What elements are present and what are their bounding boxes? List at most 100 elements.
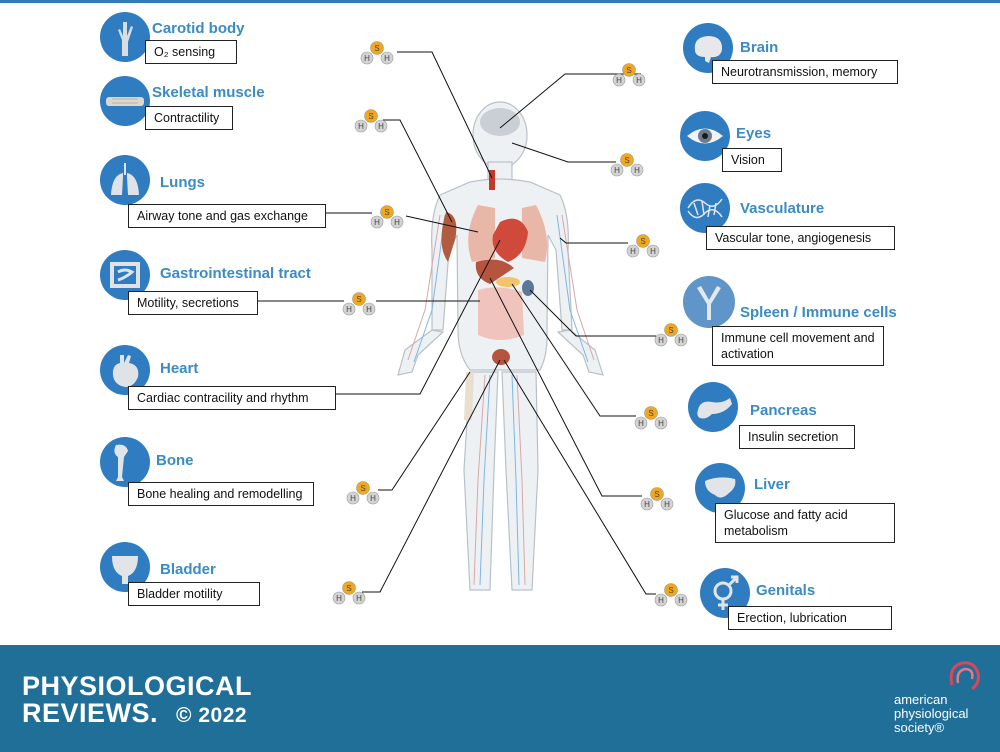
hydrogen-atom: H bbox=[370, 215, 384, 229]
journal-logo: PHYSIOLOGICAL REVIEWS.© 2022 bbox=[22, 673, 252, 729]
pancreas-icon bbox=[688, 382, 738, 432]
svg-text:S: S bbox=[668, 326, 673, 335]
vasculature-title: Vasculature bbox=[740, 200, 825, 217]
spleen-function: Immune cell movement and activation bbox=[712, 326, 884, 366]
liver-title: Liver bbox=[754, 476, 790, 493]
svg-text:H: H bbox=[678, 336, 684, 345]
sulfur-atom: S bbox=[664, 323, 678, 337]
society-line1: american bbox=[894, 692, 948, 707]
vasculature-connector bbox=[559, 237, 628, 244]
bladder-connector bbox=[362, 359, 501, 593]
society-name: american physiological society® bbox=[894, 693, 968, 735]
antibody-icon bbox=[683, 276, 735, 328]
gi-function: Motility, secretions bbox=[128, 291, 258, 315]
hydrogen-atom: H bbox=[654, 333, 668, 347]
lungs-mark bbox=[468, 205, 548, 262]
svg-text:H: H bbox=[650, 247, 656, 256]
spleen-mark bbox=[522, 280, 534, 296]
lungs-icon bbox=[100, 155, 150, 205]
svg-text:S: S bbox=[624, 156, 629, 165]
hydrogen-atom: H bbox=[634, 416, 648, 430]
hydrogen-atom: H bbox=[342, 302, 356, 316]
vasculature-icon bbox=[680, 183, 730, 233]
spleen-connector bbox=[529, 289, 656, 337]
hydrogen-atom: H bbox=[654, 593, 668, 607]
svg-text:H: H bbox=[374, 218, 380, 227]
aps-logo-icon bbox=[949, 661, 980, 691]
hydrogen-atom: H bbox=[352, 591, 366, 605]
hydrogen-atom: H bbox=[632, 73, 646, 87]
svg-text:S: S bbox=[626, 66, 631, 75]
eyes-title: Eyes bbox=[736, 125, 772, 142]
sulfur-atom: S bbox=[380, 205, 394, 219]
svg-text:S: S bbox=[368, 112, 373, 121]
carotid-body-icon bbox=[100, 12, 150, 62]
heart-title: Heart bbox=[160, 360, 199, 377]
lungs-title: Lungs bbox=[160, 174, 205, 191]
society-line3: society® bbox=[894, 720, 945, 735]
carotid-title: Carotid body bbox=[152, 20, 245, 37]
footer-banner: PHYSIOLOGICAL REVIEWS.© 2022 american ph… bbox=[0, 645, 1000, 752]
svg-text:S: S bbox=[648, 409, 653, 418]
carotid-function: O₂ sensing bbox=[145, 40, 237, 64]
spleen-title: Spleen / Immune cells bbox=[740, 304, 897, 321]
genitals-function: Erection, lubrication bbox=[728, 606, 892, 630]
hydrogen-atom: H bbox=[346, 491, 360, 505]
svg-text:S: S bbox=[346, 584, 351, 593]
bone-icon bbox=[100, 437, 150, 487]
svg-text:H: H bbox=[658, 419, 664, 428]
hydrogen-atom: H bbox=[354, 119, 368, 133]
eyes-function: Vision bbox=[722, 148, 782, 172]
genitals-title: Genitals bbox=[756, 582, 816, 599]
svg-text:H: H bbox=[636, 76, 642, 85]
brain-icon bbox=[683, 23, 733, 73]
brain-connector bbox=[499, 73, 641, 129]
pancreas-connector bbox=[511, 283, 636, 417]
society-line2: physiological bbox=[894, 706, 969, 721]
carotid-connector bbox=[397, 51, 493, 179]
vasculature-function: Vascular tone, angiogenesis bbox=[706, 226, 895, 250]
bladder-mark bbox=[492, 349, 510, 365]
svg-text:S: S bbox=[384, 208, 389, 217]
hydrogen-atom: H bbox=[332, 591, 346, 605]
pancreas-mark bbox=[496, 277, 520, 287]
svg-text:S: S bbox=[374, 44, 379, 53]
heart-connector bbox=[336, 239, 501, 395]
sulfur-atom: S bbox=[664, 583, 678, 597]
svg-text:H: H bbox=[614, 166, 620, 175]
hydrogen-atom: H bbox=[654, 416, 668, 430]
svg-text:H: H bbox=[346, 305, 352, 314]
svg-text:H: H bbox=[638, 419, 644, 428]
svg-text:S: S bbox=[360, 484, 365, 493]
sulfur-atom: S bbox=[636, 234, 650, 248]
journal-name-line2: REVIEWS. bbox=[22, 698, 159, 728]
svg-text:H: H bbox=[370, 494, 376, 503]
diagram-stage: Carotid body O₂ sensing Skeletal muscle … bbox=[100, 12, 898, 630]
hydrogen-atom: H bbox=[674, 593, 688, 607]
heart-function: Cardiac contracility and rhythm bbox=[128, 386, 336, 410]
hydrogen-atom: H bbox=[640, 497, 654, 511]
svg-text:H: H bbox=[644, 500, 650, 509]
genitals-connector bbox=[503, 359, 656, 595]
connector-lines bbox=[258, 51, 656, 595]
svg-text:H: H bbox=[364, 54, 370, 63]
svg-text:H: H bbox=[634, 166, 640, 175]
svg-text:H: H bbox=[658, 336, 664, 345]
lungs-connector bbox=[326, 212, 479, 233]
brain-function: Neurotransmission, memory bbox=[712, 60, 898, 84]
svg-text:H: H bbox=[350, 494, 356, 503]
bladder-function: Bladder motility bbox=[128, 582, 260, 606]
svg-text:H: H bbox=[378, 122, 384, 131]
body-figure bbox=[397, 101, 604, 591]
svg-text:S: S bbox=[356, 295, 361, 304]
hydrogen-atom: H bbox=[374, 119, 388, 133]
sulfur-atom: S bbox=[352, 292, 366, 306]
pancreas-function: Insulin secretion bbox=[739, 425, 855, 449]
svg-text:S: S bbox=[668, 586, 673, 595]
